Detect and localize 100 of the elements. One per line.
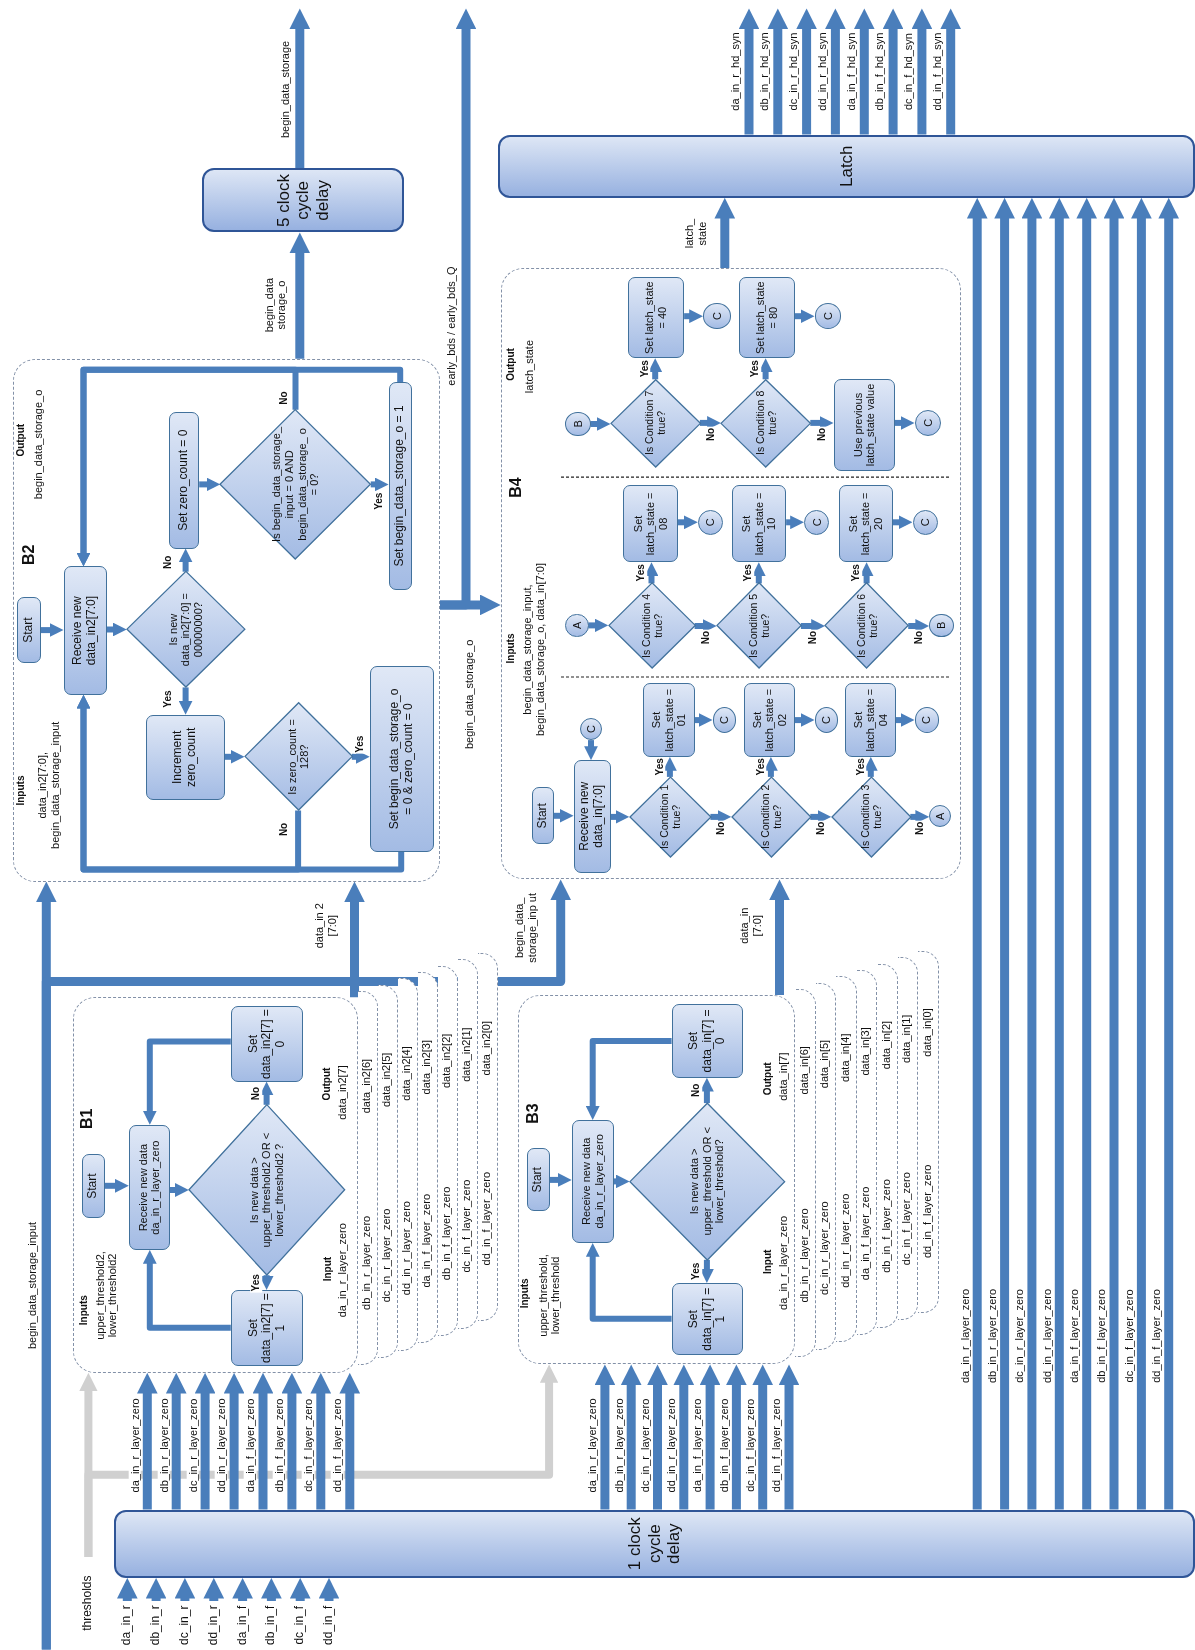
arrow xyxy=(994,197,1015,1510)
arrow xyxy=(894,415,915,430)
signal-name: dc_in_r_layer_zero xyxy=(379,1208,392,1303)
process-box: Set latch_state = 40 xyxy=(627,277,685,359)
signal-name: data_in2[3] xyxy=(419,1039,432,1095)
arrow xyxy=(281,1372,303,1510)
signal-name: thresholds xyxy=(79,1556,97,1650)
edge-label: db_in_f_layer_zero xyxy=(717,1396,731,1495)
edge-label: Yes xyxy=(250,1273,262,1293)
signal-name: da_in_f_layer_zero xyxy=(858,1186,872,1281)
delay-block: 5 clock cycle delay xyxy=(201,168,404,233)
arrow xyxy=(620,1364,642,1510)
edge-label: early_bds / early_bds_Q xyxy=(444,264,458,388)
arrow xyxy=(663,756,677,777)
arrow xyxy=(895,713,915,727)
edge-label: dc_in_f_layer_zero xyxy=(743,1396,757,1494)
edge-label: dc_in_f_layer_zero xyxy=(1122,1287,1136,1385)
signal-name: dc_in_f_layer_zero xyxy=(459,1179,472,1273)
edge-label: No xyxy=(277,390,290,406)
edge-label: No xyxy=(690,1082,703,1098)
section-heading: Inputs xyxy=(77,1295,90,1326)
arrow xyxy=(143,1250,231,1332)
connector-circle: C xyxy=(712,707,736,733)
edge-label: dc_in_f_hd_syn xyxy=(901,31,915,113)
signal-name: da_in_f xyxy=(235,1601,250,1650)
arrow xyxy=(1131,197,1152,1510)
process-box: Set begin_data_storage_o = 1 xyxy=(388,382,412,590)
decision-diamond: Is new data_in2[7:0] = 00000000? xyxy=(126,571,245,688)
connector-circle: A xyxy=(565,613,589,637)
arrow xyxy=(194,1372,216,1510)
signal-name: dc_in_r_layer_zero xyxy=(817,1201,831,1295)
arrow xyxy=(700,1077,714,1103)
arrow xyxy=(553,808,574,823)
edge-label: Yes xyxy=(690,1261,703,1281)
arrow xyxy=(143,1038,231,1125)
signal-name: dc_in_r xyxy=(177,1601,193,1650)
block-title: B3 xyxy=(523,1103,542,1124)
signal-name: dd_in_r_layer_zero xyxy=(838,1193,852,1288)
edge-label: da_in_r_hd_syn xyxy=(729,30,742,113)
process-box: Receive new data da_in_r_layer_zero xyxy=(571,1119,614,1243)
stacked-card xyxy=(397,978,418,1351)
process-box: Receive new data_in2[7:0] xyxy=(63,566,107,695)
arrow xyxy=(892,515,913,530)
arrow xyxy=(1158,197,1180,1510)
edge-label: No xyxy=(715,820,727,837)
decision-diamond: Is Condition 4 true? xyxy=(608,583,695,669)
arrow xyxy=(339,1372,361,1510)
decision-diamond: Is Condition 6 true? xyxy=(825,583,909,669)
connector-circle: C xyxy=(914,409,941,436)
process-box: Set data_in[7] = 0 xyxy=(671,1004,744,1078)
arrow xyxy=(223,1372,245,1510)
arrow xyxy=(1021,197,1043,1510)
edge-label: Yes xyxy=(749,359,762,379)
edge-label: No xyxy=(815,820,827,837)
start-terminal: Start xyxy=(17,596,41,664)
process-box: Use previous latch_state value xyxy=(833,379,895,471)
edge-label: dc_in_r_layer_zero xyxy=(1013,1287,1026,1385)
edge-label: db_in_f_layer_zero xyxy=(272,1396,286,1495)
signal-name: da_in_r_layer_zero xyxy=(776,1215,790,1310)
stacked-card xyxy=(918,950,939,1313)
stacked-card xyxy=(815,982,837,1350)
edge-label: Yes xyxy=(742,563,755,583)
arrow xyxy=(310,1372,332,1510)
arrow xyxy=(439,8,477,610)
arrow xyxy=(199,477,221,492)
edge-label: begin_data_storage_o xyxy=(462,637,476,751)
decision-diamond: Is Condition 1 true? xyxy=(629,776,711,857)
arrow xyxy=(289,232,311,359)
arrow xyxy=(594,1364,616,1510)
edge-label: db_in_r_layer_zero xyxy=(985,1286,999,1386)
arrow xyxy=(104,1179,129,1193)
stacked-card xyxy=(836,976,857,1343)
start-terminal: Start xyxy=(531,787,554,845)
arrow xyxy=(825,8,846,135)
arrow xyxy=(174,1577,196,1601)
edge-label: dc_in_f_layer_zero xyxy=(301,1396,315,1494)
arrow xyxy=(76,694,405,873)
edge-label: dd_in_r_layer_zero xyxy=(215,1396,228,1495)
arrow xyxy=(673,1364,695,1510)
section-heading: Output xyxy=(762,1062,775,1096)
arrow xyxy=(764,756,778,777)
arrow xyxy=(648,358,663,380)
edge-label: dd_in_r_layer_zero xyxy=(664,1396,678,1495)
signal-name: data_in2[4] xyxy=(399,1046,412,1101)
arrow xyxy=(252,1372,274,1510)
arrow xyxy=(136,1372,158,1510)
edge-label: No xyxy=(700,629,712,646)
arrow xyxy=(585,1242,672,1322)
edge-label: No xyxy=(914,820,926,837)
arrow xyxy=(588,618,609,633)
block-title: B2 xyxy=(19,544,38,566)
decision-diamond: Is zero_count = 128? xyxy=(244,703,352,811)
signal-name: dc_in_f xyxy=(292,1601,308,1650)
signal-name: db_in_r_layer_zero xyxy=(797,1208,811,1303)
edge-label: db_in_r_layer_zero xyxy=(157,1396,170,1495)
signal-name: db_in_f_layer_zero xyxy=(879,1179,893,1273)
connector-circle: C xyxy=(703,303,731,329)
process-box: Set latch_state = 01 xyxy=(643,683,695,757)
signal-name: data_in2[7] xyxy=(336,1065,349,1120)
decision-diamond: Is Condition 2 true? xyxy=(731,776,811,857)
